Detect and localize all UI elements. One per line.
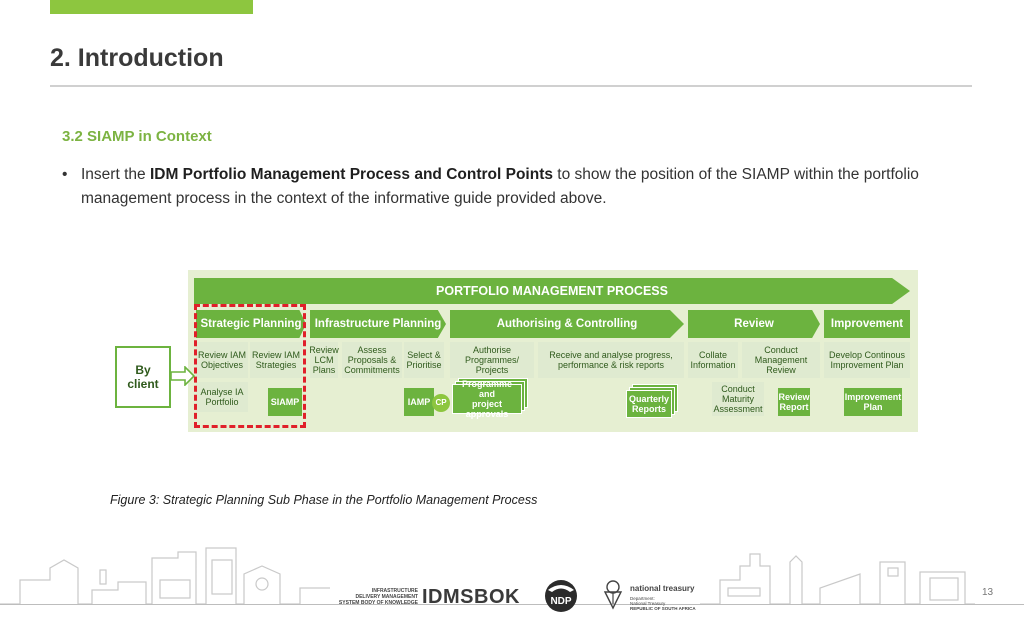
bullet-prefix: Insert the: [81, 166, 150, 183]
phase-review: Review: [688, 310, 820, 338]
phase-strategic-planning: Strategic Planning: [196, 310, 306, 338]
coat-of-arms-icon: [603, 580, 623, 610]
phase-authorising-controlling: Authorising & Controlling: [450, 310, 684, 338]
national-treasury-subtitle: Department: National Treasury REPUBLIC O…: [630, 596, 696, 611]
idmsbok-logo: IDMSBOK: [422, 586, 520, 608]
bullet-dot: •: [62, 166, 68, 183]
step-receive-analyse-progress: Receive and analyse progress,performance…: [538, 342, 684, 378]
ndp-logo-icon: NDP: [545, 580, 577, 612]
step-select-prioritise: Select &Prioritise: [404, 342, 444, 378]
national-treasury-title: national treasury: [630, 584, 695, 593]
strategic-planning-highlight: [194, 304, 306, 428]
bullet-text: Insert the IDM Portfolio Management Proc…: [62, 163, 962, 211]
phase-improvement: Improvement: [824, 310, 910, 338]
bullet-item: • Insert the IDM Portfolio Management Pr…: [62, 163, 962, 211]
title-divider: [50, 85, 972, 87]
bullet-suffix: to show the position of the SIAMP within…: [81, 166, 919, 207]
phase-infrastructure-planning: Infrastructure Planning: [310, 310, 446, 338]
page-number: 13: [982, 587, 994, 598]
by-client-arrow-icon: [171, 366, 195, 386]
ndp-logo-text: NDP: [550, 596, 571, 607]
figure-caption: Figure 3: Strategic Planning Sub Phase i…: [110, 493, 538, 507]
city-skyline-illustration: [0, 547, 975, 605]
output-iamp: IAMP: [404, 388, 434, 416]
output-siamp: SIAMP: [268, 388, 302, 416]
footer-divider: [0, 604, 1024, 605]
portfolio-management-diagram: PORTFOLIO MANAGEMENT PROCESS Strategic P…: [188, 270, 918, 432]
control-point-badge: CP: [432, 394, 450, 412]
page-title: 2. Introduction: [50, 44, 224, 72]
bullet-bold: IDM Portfolio Management Process and Con…: [149, 166, 553, 183]
section-subtitle: 3.2 SIAMP in Context: [62, 128, 212, 145]
diagram-banner: PORTFOLIO MANAGEMENT PROCESS: [194, 278, 910, 304]
idmsbok-tagline: INFRASTRUCTURE DELIVERY MANAGEMENT SYSTE…: [338, 588, 418, 606]
header-accent-bar: [50, 0, 253, 14]
